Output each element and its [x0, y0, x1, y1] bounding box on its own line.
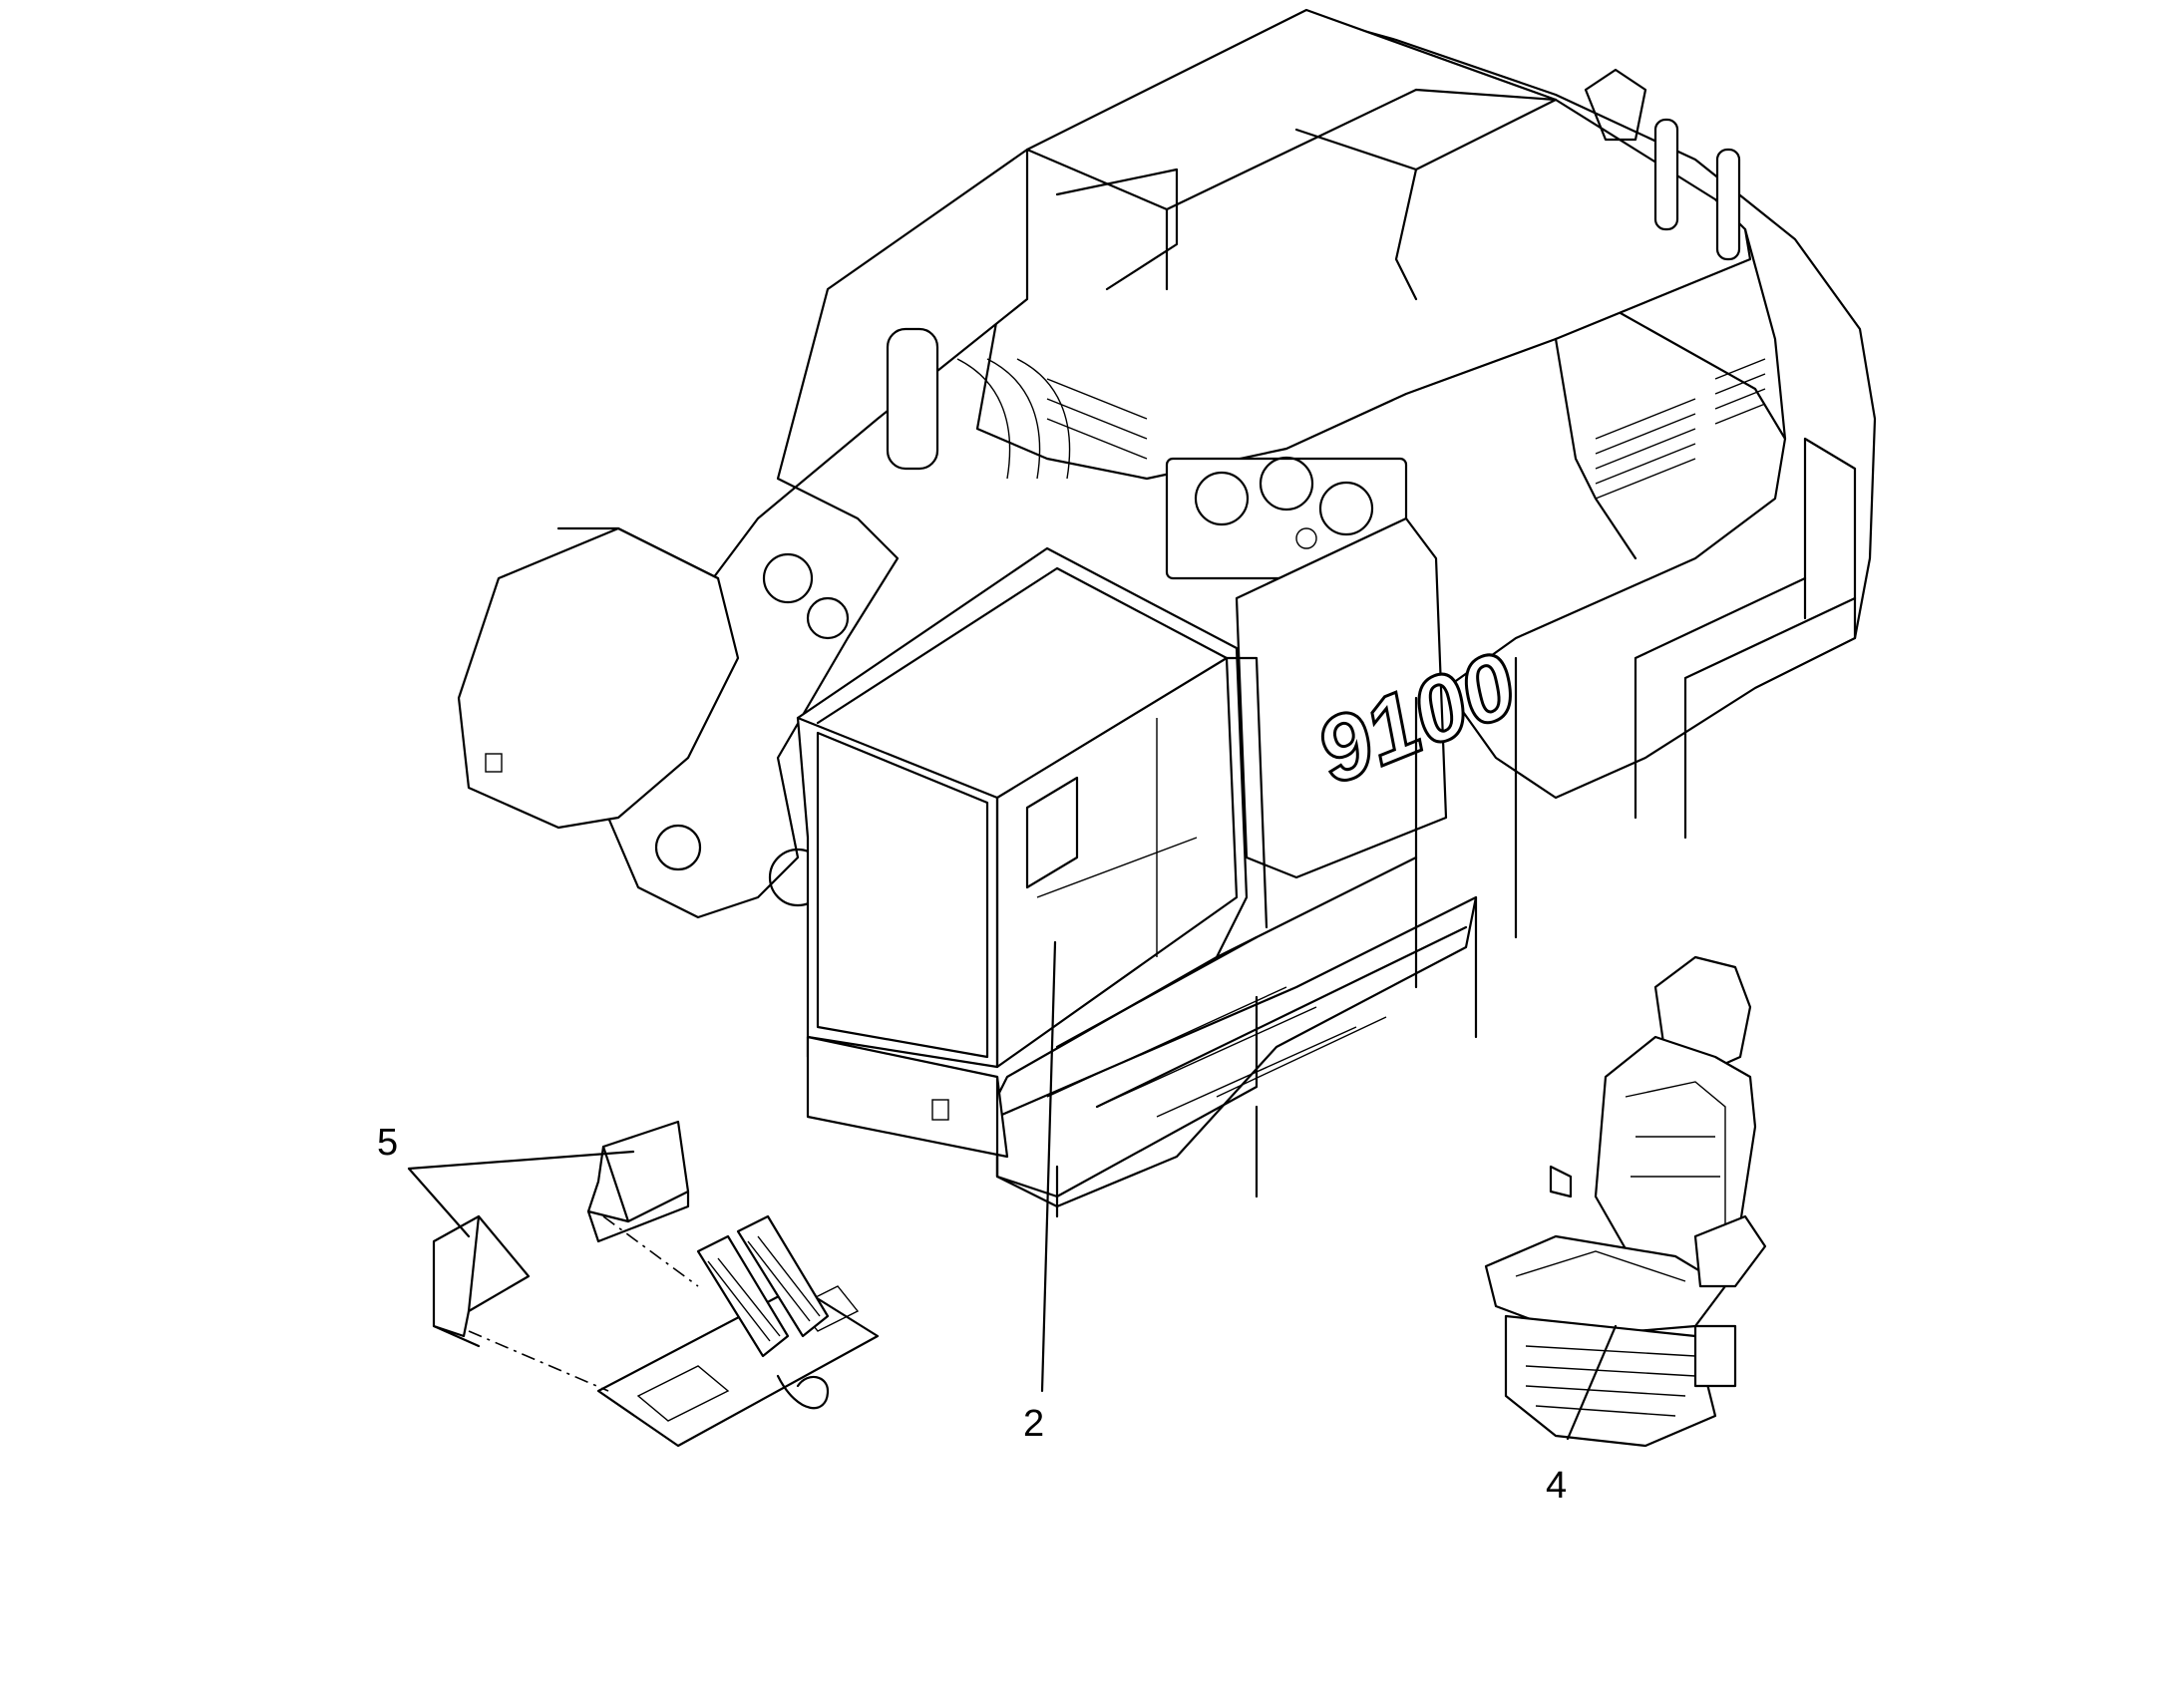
- callout-part-5: 5: [377, 1122, 398, 1164]
- right-handrail: [1634, 437, 1857, 840]
- operator-seat: [1484, 955, 1767, 1448]
- pedal-cover-rear: [586, 1120, 690, 1243]
- alignment-line-front: [468, 1330, 609, 1392]
- callout-part-4: 4: [1546, 1465, 1567, 1507]
- machine-upper-structure: 9100: [457, 8, 1877, 1218]
- leader-line-part-2: [1040, 940, 1057, 1393]
- leader-line-part-5a: [407, 1150, 635, 1171]
- leader-line-part-5b: [407, 1167, 471, 1238]
- exhaust-stacks: [1584, 68, 1741, 261]
- alignment-line-rear: [602, 1215, 699, 1287]
- radiator-grille: [1595, 358, 1766, 500]
- callout-part-2: 2: [1023, 1403, 1044, 1445]
- pedal-assembly: [596, 1214, 880, 1448]
- operator-cab: [796, 546, 1269, 1198]
- leader-line-part-4: [1566, 1324, 1618, 1441]
- pedal-cover-front: [432, 1214, 531, 1348]
